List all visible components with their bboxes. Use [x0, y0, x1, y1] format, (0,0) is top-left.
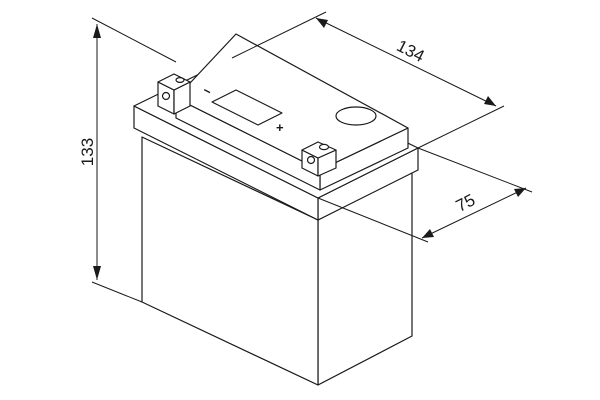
body-front-face — [141, 136, 319, 386]
top-block-top-face — [175, 33, 409, 171]
positive-terminal — [301, 141, 337, 177]
positive-terminal-bolt — [306, 155, 316, 165]
length-dimension-label: 134 — [394, 36, 428, 66]
positive-terminal-hole — [318, 143, 330, 151]
top-label-panel — [211, 89, 283, 126]
negative-terminal — [157, 73, 191, 115]
positive-polarity-symbol: + — [276, 120, 284, 135]
width-dimension-label: 75 — [453, 190, 478, 216]
top-block — [175, 33, 409, 191]
negative-terminal-bolt — [161, 91, 171, 101]
positive-terminal-top — [301, 141, 337, 159]
height-dimension: 133 — [78, 17, 177, 303]
battery-body — [141, 136, 413, 386]
vent-cap — [335, 106, 377, 126]
height-dimension-label: 133 — [78, 138, 97, 166]
negative-terminal-hole — [175, 76, 185, 83]
